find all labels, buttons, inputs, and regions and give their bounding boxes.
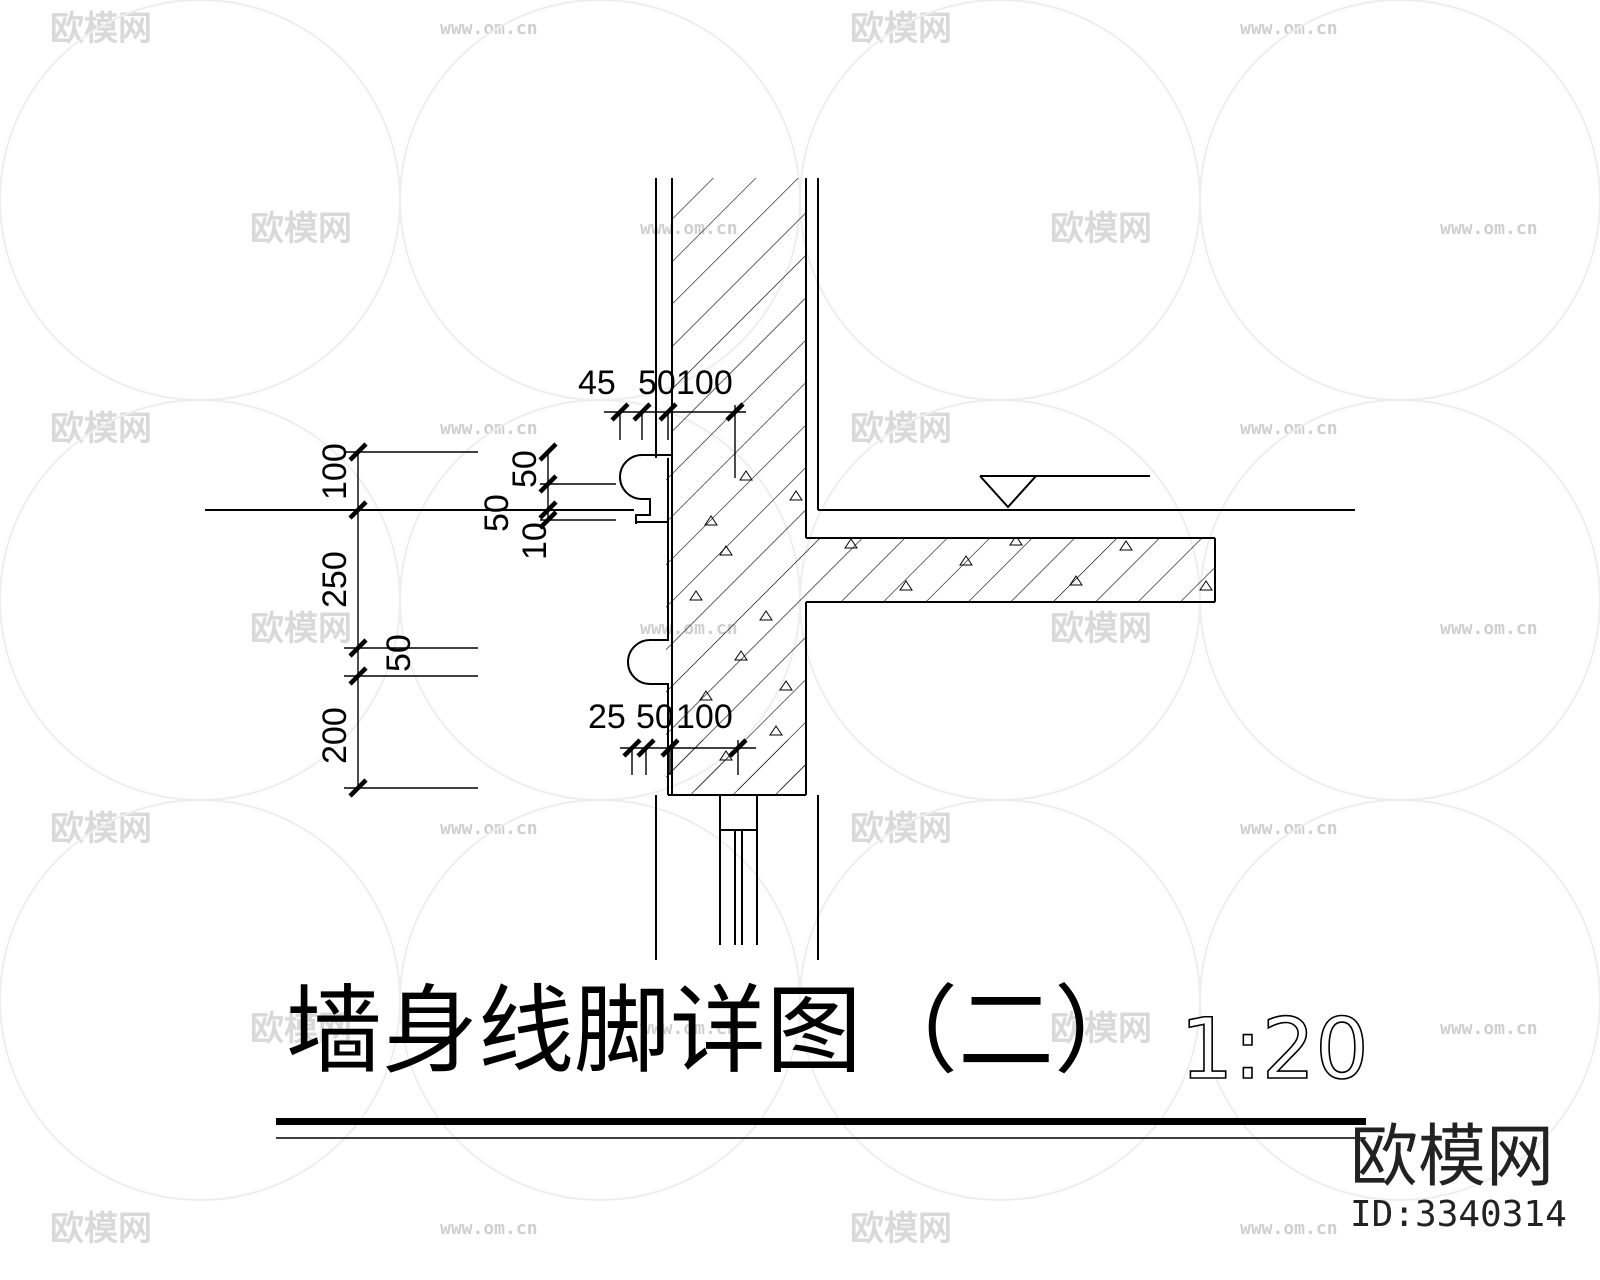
watermark-circle (1199, 799, 1600, 1201)
aggregate-mark (789, 490, 803, 501)
aggregate-mark (734, 650, 748, 661)
watermark-circle (0, 0, 401, 401)
watermark-tile-brand: 欧模网 (50, 809, 152, 849)
dimension-ticks (348, 402, 748, 798)
dim-top-45: 45 (578, 364, 616, 402)
watermark-tile-brand: 欧模网 (1050, 209, 1152, 249)
watermark-circle (1199, 399, 1600, 801)
watermark-tile-brand: 欧模网 (850, 809, 952, 849)
dim-v-50: 50 (380, 634, 418, 672)
watermark-tile-url: www.om.cn (1240, 418, 1338, 439)
watermark-tile-url: www.om.cn (1440, 1018, 1538, 1039)
watermark-tile-url: www.om.cn (440, 418, 538, 439)
aggregate-mark (699, 690, 713, 701)
watermark-tile-url: www.om.cn (640, 1018, 738, 1039)
watermark-tile-url: www.om.cn (1240, 18, 1338, 39)
aggregate-mark (769, 725, 783, 736)
watermark-circle (1199, 0, 1600, 401)
aggregate-mark (719, 545, 733, 556)
watermark-tile-brand: 欧模网 (1050, 609, 1152, 649)
drawing-scale: 1:20 (1180, 1000, 1369, 1098)
aggregate-mark (704, 515, 718, 526)
watermark-tile-brand: 欧模网 (1050, 1009, 1152, 1049)
watermark-tile-brand: 欧模网 (850, 1209, 952, 1249)
watermark-tile-brand: 欧模网 (250, 209, 352, 249)
watermark-brand: 欧模网 (1350, 1118, 1554, 1197)
watermark-tile-url: www.om.cn (440, 18, 538, 39)
moulding-profile (619, 454, 673, 795)
aggregate-mark (739, 470, 753, 481)
aggregate-mark (899, 580, 913, 591)
title-underline (276, 1118, 1366, 1139)
watermark-tile-url: www.om.cn (1440, 618, 1538, 639)
watermark-tile-url: www.om.cn (1440, 218, 1538, 239)
watermark-id: ID:3340314 (1350, 1194, 1567, 1235)
watermark-tile-brand: 欧模网 (50, 409, 152, 449)
watermark-tile-brand: 欧模网 (250, 609, 352, 649)
dim-mid-50a: 50 (506, 450, 544, 488)
brick-wall-hatch (672, 178, 806, 458)
watermark-tile-url: www.om.cn (1240, 818, 1338, 839)
dim-v-200: 200 (316, 707, 354, 764)
aggregate-mark (1199, 580, 1213, 591)
dim-top-50: 50 (638, 364, 676, 402)
watermark-tile-brand: 欧模网 (850, 9, 952, 49)
dim-v-250: 250 (316, 551, 354, 608)
aggregate-mark (689, 590, 703, 601)
watermark-tile-brand: 欧模网 (50, 1209, 152, 1249)
watermark-circle (799, 0, 1201, 401)
aggregate-mark (844, 538, 858, 549)
watermark-tile-url: www.om.cn (1240, 1218, 1338, 1239)
aggregate-mark (1069, 575, 1083, 586)
dim-mid-10: 10 (516, 522, 554, 560)
dim-bot-50: 50 (636, 698, 674, 736)
drawing-title: 墙身线脚详图（二） (286, 975, 1150, 1087)
aggregate-mark (779, 680, 793, 691)
dim-v-100: 100 (316, 443, 354, 500)
aggregate-mark (1119, 540, 1133, 551)
watermark-tile-brand: 欧模网 (50, 9, 152, 49)
watermark-tile-url: www.om.cn (440, 818, 538, 839)
dim-mid-50b: 50 (478, 494, 516, 532)
dim-bot-100: 100 (676, 698, 733, 736)
aggregate-mark (959, 555, 973, 566)
dim-bot-25: 25 (588, 698, 626, 736)
watermark-tile-brand: 欧模网 (250, 1009, 352, 1049)
watermark-tile-brand: 欧模网 (850, 409, 952, 449)
watermark-tile-url: www.om.cn (440, 1218, 538, 1239)
aggregate-mark (759, 610, 773, 621)
aggregate-mark (1009, 535, 1023, 546)
dim-top-100: 100 (676, 364, 733, 402)
